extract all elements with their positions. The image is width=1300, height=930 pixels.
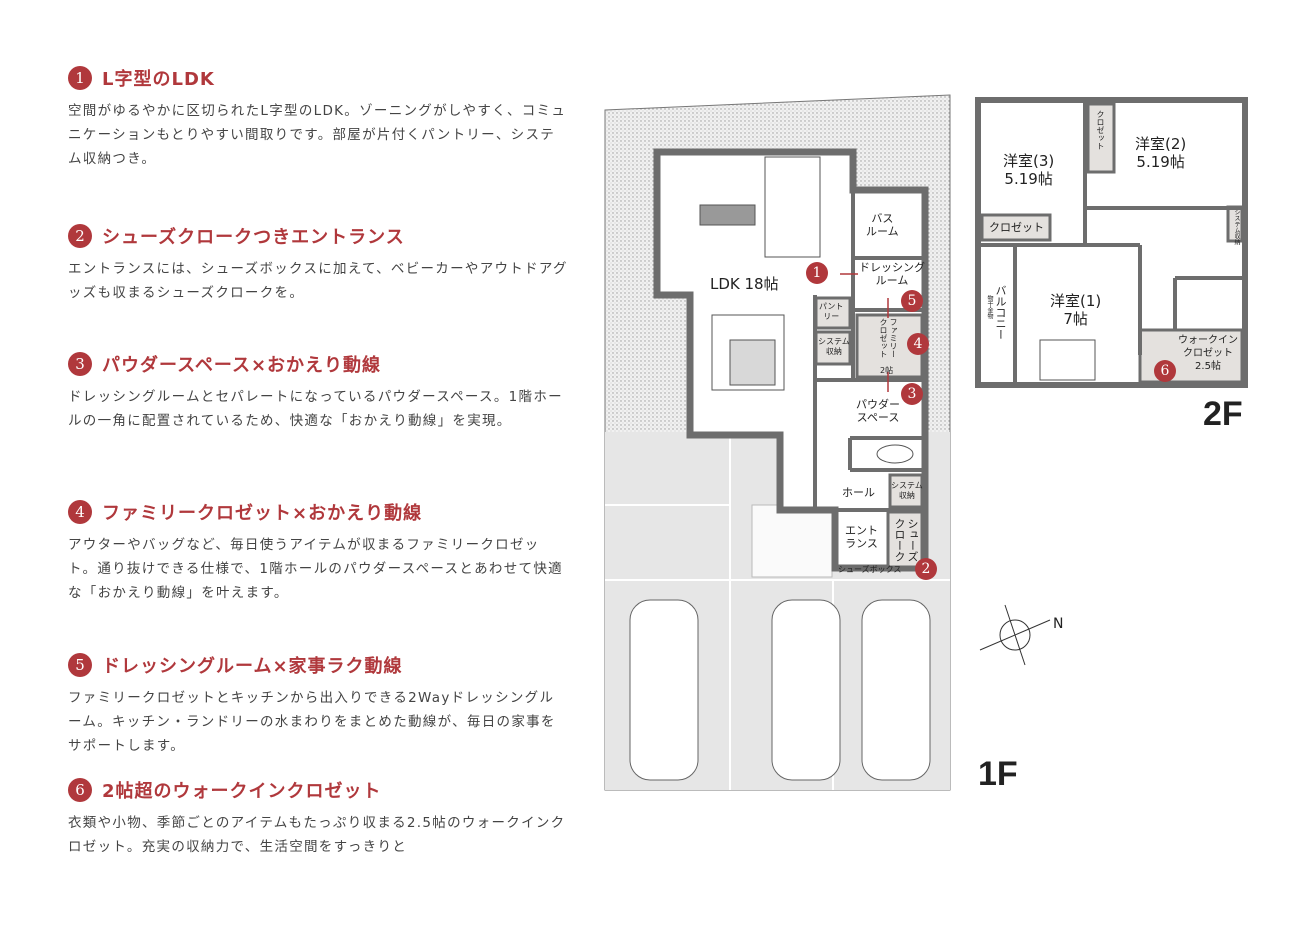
closet-horizontal: クロゼット	[989, 221, 1044, 234]
room-western-1: 洋室(1) 7帖	[1050, 292, 1102, 328]
room-hall: ホール	[842, 486, 875, 499]
floor-label-2f: 2F	[1203, 395, 1243, 433]
feature-section-1: 1 L字型のLDK 空間がゆるやかに区切られたL字型のLDK。ゾーニングがしやすく…	[68, 65, 568, 171]
section-body: ドレッシングルームとセパレートになっているパウダースペース。1階ホールの一角に配…	[68, 389, 563, 429]
section-title: 2帖超のウォークインクロゼット	[102, 781, 382, 802]
number-badge: 3	[68, 352, 92, 376]
feature-section-6: 6 2帖超のウォークインクロゼット 衣類や小物、季節ごとのアイテムもたっぷり収まる…	[68, 777, 568, 859]
room-shoes-cloak: シューズ クローク	[893, 518, 919, 562]
section-body: 衣類や小物、季節ごとのアイテムもたっぷり収まる2.5帖のウォークインクロゼット。…	[68, 815, 566, 855]
cars	[629, 599, 931, 781]
room-system-storage-2: システム 収納	[891, 481, 923, 500]
feature-section-2: 2 シューズクロークつきエントランス エントランスには、シューズボックスに加えて、…	[68, 223, 568, 305]
number-badge: 4	[68, 500, 92, 524]
badge-5: 5	[901, 290, 923, 312]
arrows	[840, 273, 889, 392]
room-powder: パウダー スペース	[856, 398, 900, 424]
closet-vertical: クロゼット	[1096, 110, 1105, 150]
system-storage-2f: システム収納	[1233, 209, 1240, 245]
balcony: バルコニー	[994, 285, 1007, 340]
walk-in-closet: ウォークイン クロゼット 2.5帖	[1178, 335, 1238, 372]
feature-section-5: 5 ドレッシングルーム×家事ラク動線 ファミリークロゼットとキッチンから出入りでき…	[68, 652, 568, 758]
badge-4: 4	[907, 333, 929, 355]
number-badge: 2	[68, 224, 92, 248]
number-badge: 1	[68, 66, 92, 90]
badge-1: 1	[806, 262, 828, 284]
room-ldk: LDK 18帖	[710, 275, 779, 293]
room-system-storage: システム 収納	[818, 337, 850, 356]
floor-label-1f: 1F	[978, 755, 1018, 793]
badge-6: 6	[1154, 360, 1176, 382]
interior-walls	[813, 190, 925, 512]
room-western-3: 洋室(3) 5.19帖	[1003, 152, 1055, 188]
room-pantry: パント リー	[819, 302, 844, 321]
family-closet-size: 2帖	[880, 366, 894, 375]
section-body: アウターやバッグなど、毎日使うアイテムが収まるファミリークロゼット。通り抜けでき…	[68, 537, 563, 601]
furniture	[699, 156, 914, 464]
compass-north-label: N	[1053, 616, 1064, 632]
room-bath: バス ルーム	[866, 212, 899, 238]
shoes-box: シューズボックス	[838, 565, 902, 574]
badge-2: 2	[915, 558, 937, 580]
badge-3: 3	[901, 383, 923, 405]
room-family-closet: ファミリー クロゼット	[879, 318, 898, 358]
section-body: ファミリークロゼットとキッチンから出入りできる2Wayドレッシングルーム。キッチ…	[68, 690, 556, 754]
compass-icon	[979, 604, 1051, 666]
section-body: エントランスには、シューズボックスに加えて、ベビーカーやアウトドアグッズも収まる…	[68, 261, 568, 301]
section-title: パウダースペース×おかえり動線	[102, 355, 382, 376]
section-title: L字型のLDK	[102, 69, 215, 90]
section-title: ドレッシングルーム×家事ラク動線	[102, 656, 403, 677]
section-title: シューズクロークつきエントランス	[102, 227, 405, 248]
room-entrance: エント ランス	[845, 524, 878, 550]
room-dressing: ドレッシング ルーム	[859, 261, 925, 287]
feature-section-4: 4 ファミリークロゼット×おかえり動線 アウターやバッグなど、毎日使うアイテムが収…	[68, 499, 568, 605]
section-title: ファミリークロゼット×おかえり動線	[102, 503, 423, 524]
balcony-drying-hardware: 物干金物	[986, 295, 993, 319]
room-western-2: 洋室(2) 5.19帖	[1135, 135, 1187, 171]
number-badge: 6	[68, 778, 92, 802]
number-badge: 5	[68, 653, 92, 677]
feature-section-3: 3 パウダースペース×おかえり動線 ドレッシングルームとセパレートになっているパウ…	[68, 351, 568, 433]
section-body: 空間がゆるやかに区切られたL字型のLDK。ゾーニングがしやすく、コミュニケーショ…	[68, 103, 567, 167]
